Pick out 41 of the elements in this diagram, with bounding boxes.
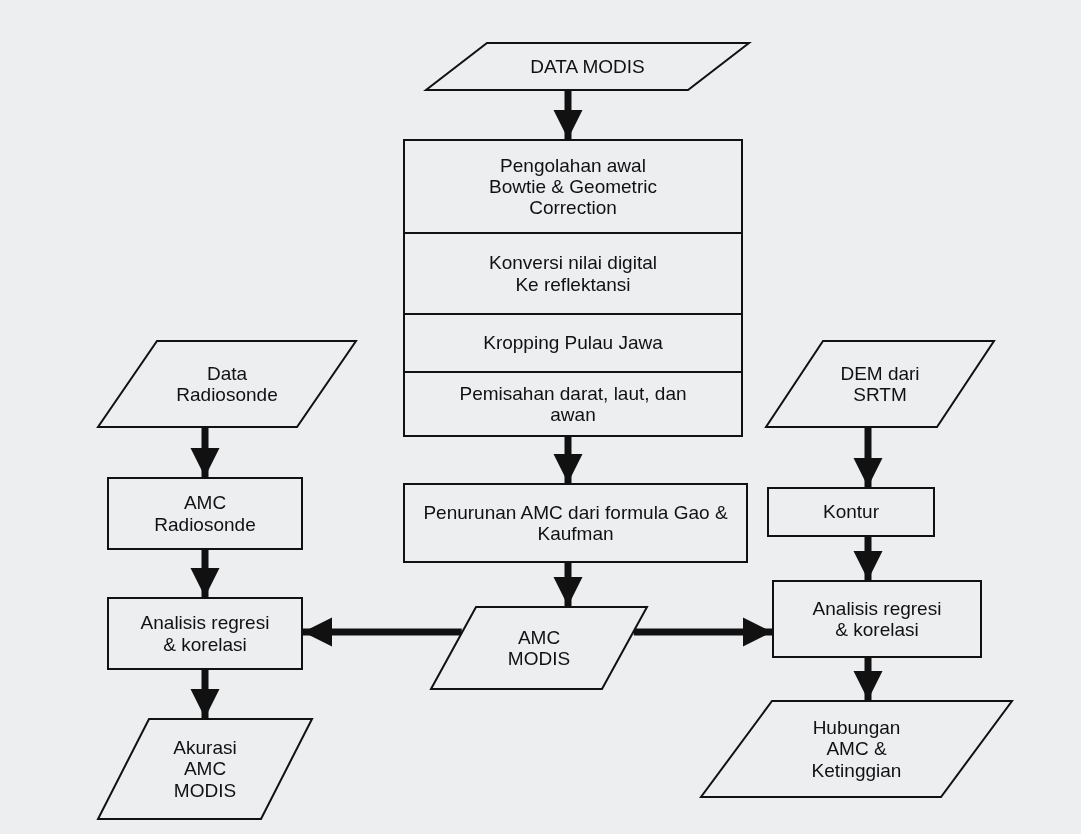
node-label: Pemisahan darat, laut, dan awan — [458, 382, 688, 426]
node-label: Kontur — [823, 501, 879, 523]
arrow — [633, 617, 772, 647]
process-box — [767, 487, 935, 537]
node-label: DATA MODIS — [530, 55, 645, 78]
node-label: Penurunan AMC dari formula Gao & Kaufman — [422, 501, 729, 545]
data-parallelogram — [765, 340, 995, 428]
process-box — [403, 313, 743, 373]
arrow — [190, 428, 220, 477]
arrow — [190, 670, 220, 718]
node-label: Data Radiosonde — [175, 362, 279, 406]
arrow — [853, 658, 883, 700]
arrow — [553, 563, 583, 606]
node-label: AMC Radiosonde — [153, 492, 257, 535]
arrow — [853, 428, 883, 487]
data-parallelogram — [97, 718, 313, 820]
process-box — [403, 139, 743, 234]
node-label: AMC MODIS — [506, 626, 572, 670]
data-parallelogram — [430, 606, 648, 690]
process-box — [403, 371, 743, 437]
node-label: Kropping Pulau Jawa — [483, 332, 663, 354]
node-label: Akurasi AMC MODIS — [172, 737, 238, 801]
data-parallelogram — [700, 700, 1013, 798]
node-label: Analisis regresi & korelasi — [811, 597, 943, 641]
arrow — [190, 550, 220, 597]
arrow — [303, 617, 462, 647]
process-box — [107, 597, 303, 670]
process-box — [107, 477, 303, 550]
data-parallelogram — [97, 340, 357, 428]
process-box — [772, 580, 982, 658]
arrow — [553, 437, 583, 483]
node-label: Hubungan AMC & Ketinggian — [810, 717, 903, 781]
process-box — [403, 232, 743, 315]
node-label: Analisis regresi & korelasi — [139, 612, 271, 655]
node-label: DEM dari SRTM — [839, 362, 921, 406]
arrow — [553, 91, 583, 139]
data-parallelogram — [425, 42, 750, 91]
process-box — [403, 483, 748, 563]
node-label: Pengolahan awal Bowtie & Geometric Correction — [488, 154, 658, 219]
node-label: Konversi nilai digital Ke reflektansi — [488, 252, 658, 295]
arrow — [853, 537, 883, 580]
